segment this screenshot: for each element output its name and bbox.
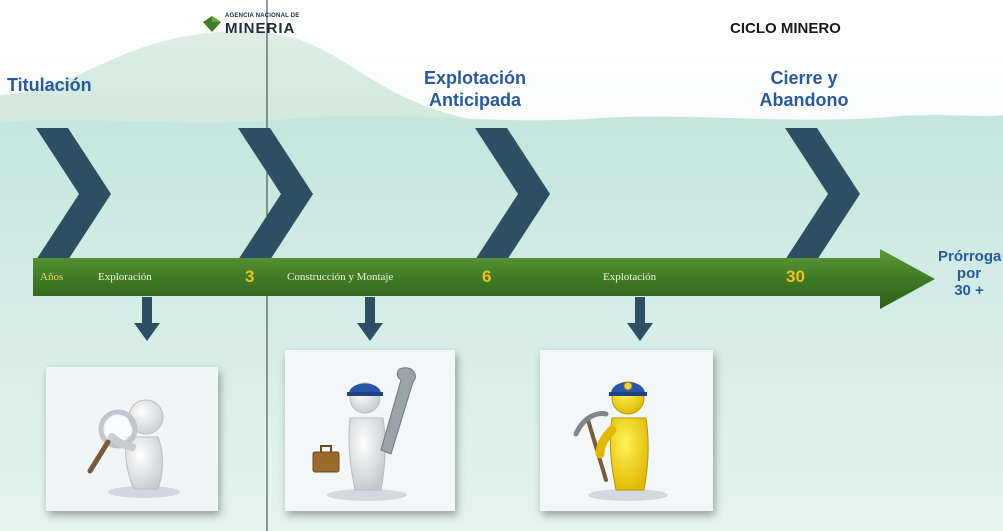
stage-label-line1: Explotación (423, 68, 526, 88)
phase-label-exploracion: Exploración (98, 271, 152, 283)
logo-agency-text: AGENCIA NACIONAL DE (225, 13, 300, 19)
stage-label-line1: Titulación (7, 75, 92, 95)
mountain-silhouette (0, 30, 500, 141)
wrench-worker-icon (285, 350, 455, 511)
down-arrow-explotacion (627, 297, 653, 341)
stage-label-titulacion: Titulación (7, 74, 92, 96)
chevron-exploracion-end (238, 128, 313, 260)
agency-logo: AGENCIA NACIONAL DE MINERIA (203, 12, 313, 42)
extension-line3: 30 + (954, 282, 984, 299)
down-arrow-exploracion (134, 297, 160, 341)
chevron-titulacion (36, 128, 111, 260)
milestone-6: 6 (482, 267, 492, 286)
chevron-explotacion-anticipada (475, 128, 550, 260)
timeline-arrow (33, 249, 935, 309)
stage-label-line1: Cierre y (770, 68, 838, 88)
pickaxe-miner-icon (540, 350, 713, 511)
stage-label-cierre-abandono: Cierre y Abandono (748, 67, 860, 111)
years-label: Años (40, 271, 64, 283)
down-arrow-construccion (357, 297, 383, 341)
stage-chevrons (36, 128, 860, 260)
logo-name-text: MINERIA (225, 20, 296, 37)
phase-label-explotacion: Explotación (603, 271, 657, 283)
extension-line2: por (956, 265, 982, 282)
landscape-ground (0, 115, 1003, 531)
illustration-card-exploracion (46, 367, 218, 511)
magnifier-figure-icon (46, 367, 218, 511)
milestone-3: 3 (245, 267, 255, 286)
page-title: CICLO MINERO (730, 20, 841, 37)
phase-down-arrows (134, 297, 653, 341)
stage-label-explotacion-anticipada: Explotación Anticipada (418, 67, 532, 111)
illustration-card-explotacion (540, 350, 713, 511)
illustration-card-construccion (285, 350, 455, 511)
stage-label-line2: Abandono (759, 90, 849, 110)
phase-label-construccion: Construcción y Montaje (287, 271, 394, 283)
milestone-30: 30 (786, 267, 805, 286)
extension-line1: Prórroga (938, 248, 1002, 265)
extension-label: Prórroga por 30 + (938, 248, 1002, 299)
chevron-cierre-abandono (785, 128, 860, 260)
diamond-logo-icon (203, 16, 221, 32)
stage-label-line2: Anticipada (428, 90, 521, 110)
